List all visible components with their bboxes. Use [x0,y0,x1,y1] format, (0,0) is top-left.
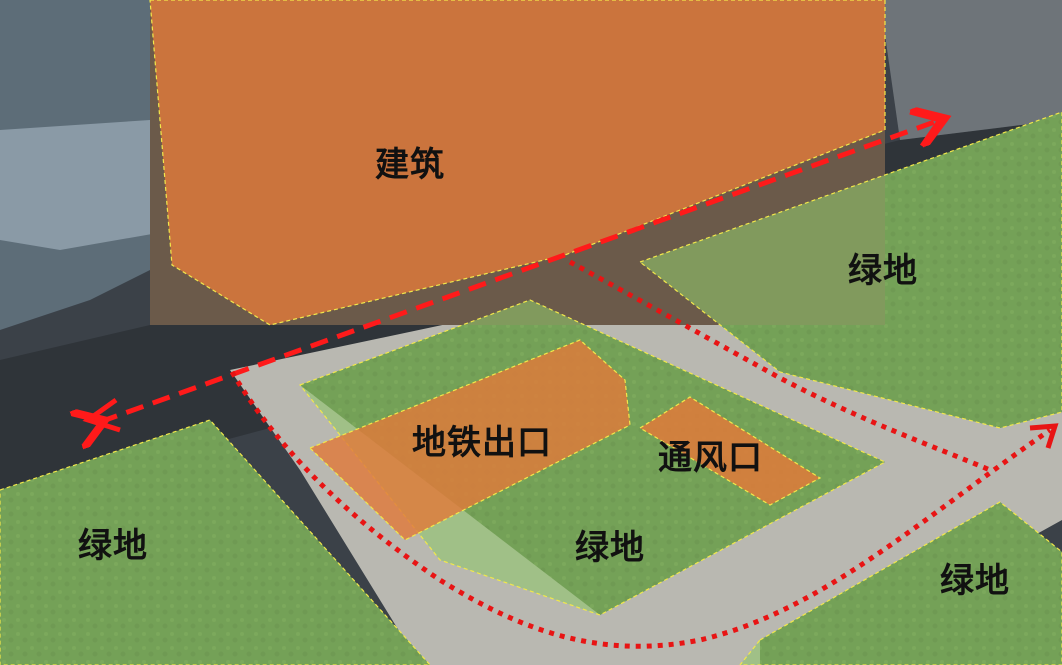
building-label: 建筑 [375,145,445,185]
top-right-street [880,0,1062,140]
main-route-arrowhead-right [909,109,945,148]
main-route-arrowhead-left [82,397,121,433]
left-canopy [0,120,175,250]
main-route-arrow [100,120,940,422]
dotted-route-upper [568,259,991,473]
green-label-top-right: 绿地 [848,251,918,291]
green-zone-bottom-right [739,501,1062,665]
dotted-route-lower [229,370,1052,649]
green-label-bottom-right: 绿地 [940,561,1010,601]
dotted-route-arrowhead [1029,423,1059,449]
green-label-middle: 绿地 [575,528,645,568]
green-label-left: 绿地 [78,526,148,566]
subway-exit-label: 地铁出口 [412,423,552,463]
vent-label: 通风口 [658,438,763,478]
